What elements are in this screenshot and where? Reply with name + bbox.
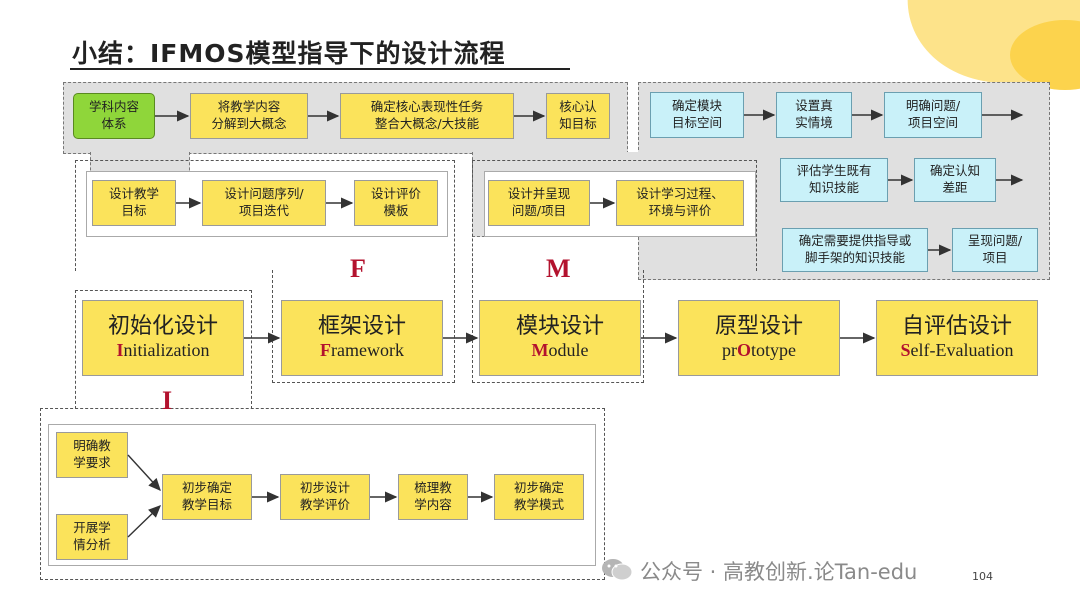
- stage-module: 模块设计 Module: [479, 300, 641, 376]
- init-dashed-region: [40, 408, 605, 580]
- stage-initialization-cn: 初始化设计: [107, 314, 218, 339]
- present-project-box: 呈现问题/ 项目: [952, 228, 1038, 272]
- stage-framework-letter: F: [320, 340, 332, 361]
- stage-framework-en-rest: ramework: [331, 340, 404, 361]
- design-teaching-goal-box: 设计教学 目标: [92, 180, 176, 226]
- initial-evaluation-box: 初步设计 教学评价: [280, 474, 370, 520]
- design-learning-process-box: 设计学习过程、 环境与评价: [616, 180, 744, 226]
- stage-framework-en: Framework: [320, 340, 404, 362]
- stage-self-evaluation-en-rest: elf-Evaluation: [910, 340, 1014, 361]
- page-number: 104: [972, 570, 993, 583]
- stage-self-evaluation-en: Self-Evaluation: [901, 340, 1014, 362]
- stage-prototype-en-rest: totype: [751, 340, 796, 361]
- stage-prototype-en: prOtotype: [722, 340, 796, 362]
- module-dashed-region: [472, 160, 757, 271]
- core-task-box: 确定核心表现性任务 整合大概念/大技能: [340, 93, 514, 139]
- design-question-sequence-box: 设计问题序列/ 项目迭代: [202, 180, 326, 226]
- stage-prototype-en-pre: pr: [721, 340, 737, 361]
- subject-content-system-box: 学科内容 体系: [73, 93, 155, 139]
- problem-space-box: 明确问题/ 项目空间: [884, 92, 982, 138]
- stage-self-evaluation-letter: S: [900, 340, 911, 361]
- scaffold-knowledge-box: 确定需要提供指导或 脚手架的知识技能: [782, 228, 928, 272]
- framework-dashed-region: [75, 160, 455, 271]
- present-problem-box: 设计并呈现 问题/项目: [488, 180, 590, 226]
- real-context-box: 设置真 实情境: [776, 92, 852, 138]
- stage-prototype-letter: O: [736, 340, 751, 361]
- module-dashed-lower: [472, 270, 644, 383]
- wechat-icon: [602, 559, 633, 581]
- letter-m: M: [546, 254, 571, 283]
- stage-prototype: 原型设计 prOtotype: [678, 300, 840, 376]
- initial-goal-box: 初步确定 教学目标: [162, 474, 252, 520]
- core-cognitive-goal-box: 核心认 知目标: [546, 93, 610, 139]
- stage-self-evaluation: 自评估设计 Self-Evaluation: [876, 300, 1038, 376]
- module-goal-space-box: 确定模块 目标空间: [650, 92, 744, 138]
- stage-prototype-cn: 原型设计: [714, 314, 803, 339]
- organize-content-box: 梳理教 学内容: [398, 474, 468, 520]
- page-title: 小结：IFMOS模型指导下的设计流程: [72, 39, 506, 68]
- clarify-requirements-box: 明确教 学要求: [56, 432, 128, 478]
- stage-module-cn: 模块设计: [515, 314, 604, 339]
- letter-i: I: [162, 386, 173, 415]
- title-underline: [70, 68, 570, 70]
- init-dashed-upper: [75, 290, 252, 409]
- assess-prior-knowledge-box: 评估学生既有 知识技能: [780, 158, 888, 202]
- learner-analysis-box: 开展学 情分析: [56, 514, 128, 560]
- stage-module-letter: M: [531, 340, 549, 361]
- design-evaluation-template-box: 设计评价 模板: [354, 180, 438, 226]
- stage-framework: 框架设计 Framework: [281, 300, 443, 376]
- stage-initialization: 初始化设计 Initialization: [82, 300, 244, 376]
- initial-mode-box: 初步确定 教学模式: [494, 474, 584, 520]
- stage-initialization-en-rest: nitialization: [123, 340, 210, 361]
- stage-self-evaluation-cn: 自评估设计: [901, 314, 1012, 339]
- watermark-text: 公众号 · 高教创新.论Tan-edu: [640, 560, 918, 584]
- stage-framework-cn: 框架设计: [317, 314, 406, 339]
- stage-initialization-en: Initialization: [117, 340, 210, 362]
- framework-dashed-lower: [272, 270, 455, 383]
- stage-module-en: Module: [532, 340, 589, 362]
- cognitive-gap-box: 确定认知 差距: [914, 158, 996, 202]
- stage-module-en-rest: odule: [548, 340, 589, 361]
- letter-f: F: [350, 254, 366, 283]
- stage-initialization-letter: I: [116, 340, 124, 361]
- decompose-concepts-box: 将教学内容 分解到大概念: [190, 93, 308, 139]
